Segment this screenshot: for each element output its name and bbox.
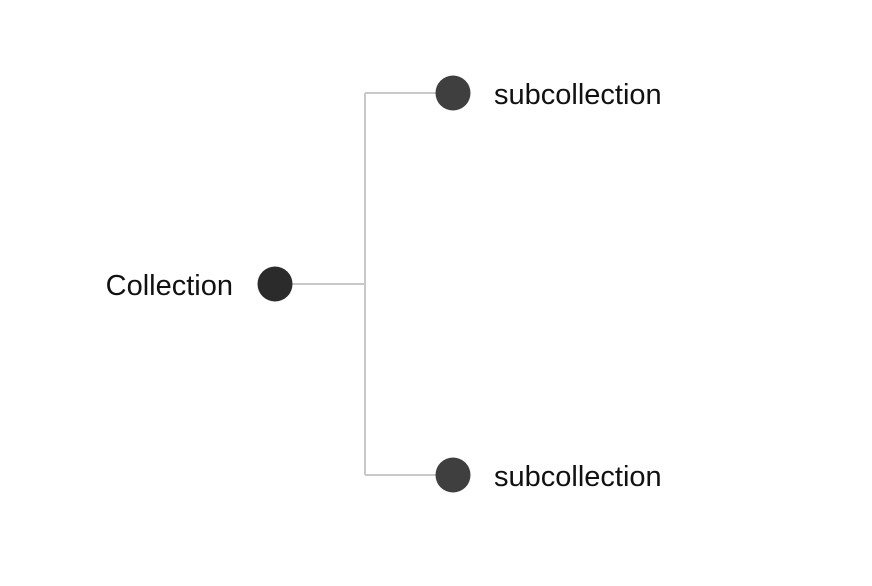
child-node-1-dot[interactable] [435,75,471,111]
child-node-2-label: subcollection [494,461,662,493]
root-node-label: Collection [106,270,233,302]
root-node-dot[interactable] [257,266,293,302]
root-node[interactable]: Collection [106,266,293,303]
child-node-2-dot[interactable] [435,457,471,493]
child-node-2[interactable]: subcollection [435,457,662,494]
child-node-1[interactable]: subcollection [435,75,662,112]
child-node-1-label: subcollection [494,79,662,111]
tree-connectors [292,92,438,476]
